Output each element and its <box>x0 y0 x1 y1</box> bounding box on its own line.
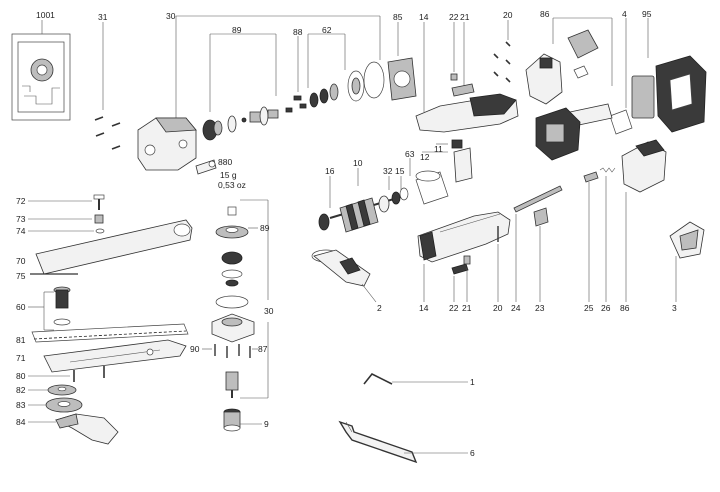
label-73: 73 <box>16 214 26 224</box>
label-23: 23 <box>535 303 545 313</box>
label-60: 60 <box>16 302 26 312</box>
label-89-mid: 89 <box>260 223 270 233</box>
part-86-electronics <box>525 29 599 105</box>
part-10-armature <box>318 187 409 233</box>
part-20-screws <box>493 41 511 83</box>
part-25-clip <box>583 171 599 183</box>
part-24-rod <box>513 185 563 213</box>
part-63-sleeve <box>415 170 449 205</box>
part-84-guard <box>54 413 119 445</box>
label-86-bottom: 86 <box>620 303 630 313</box>
label-weight-ounces: 0,53 oz <box>218 180 246 190</box>
part-14-housing-upper <box>415 93 519 133</box>
part-72-screw <box>93 194 105 210</box>
label-80: 80 <box>16 371 26 381</box>
label-24: 24 <box>511 303 521 313</box>
label-70: 70 <box>16 256 26 266</box>
label-1: 1 <box>470 377 475 387</box>
label-75: 75 <box>16 271 26 281</box>
part-14-housing-lower <box>417 211 511 263</box>
part-62-bearings <box>309 61 385 108</box>
label-71: 71 <box>16 353 26 363</box>
label-74: 74 <box>16 226 26 236</box>
label-30-top: 30 <box>166 11 176 21</box>
part-3-cover <box>669 221 705 259</box>
label-32: 32 <box>383 166 393 176</box>
label-4: 4 <box>622 9 627 19</box>
part-85-flange <box>387 57 417 101</box>
part-88-pins <box>285 95 307 113</box>
label-88: 88 <box>293 27 303 37</box>
part-71-plate <box>43 339 187 373</box>
label-11: 11 <box>434 144 443 154</box>
label-9: 9 <box>264 419 269 429</box>
part-31-screws <box>94 116 121 150</box>
label-72: 72 <box>16 196 26 206</box>
part-74-ring <box>95 228 105 234</box>
label-26: 26 <box>601 303 611 313</box>
label-16: 16 <box>325 166 335 176</box>
label-62: 62 <box>322 25 332 35</box>
part-30-gear-housing <box>137 117 197 171</box>
part-11-12-switch-module <box>451 139 473 183</box>
label-1001: 1001 <box>36 10 55 20</box>
label-10: 10 <box>353 158 363 168</box>
label-85: 85 <box>393 12 403 22</box>
label-15: 15 <box>395 166 405 176</box>
part-22-21-lower <box>451 255 471 275</box>
part-1-hex-key <box>363 372 393 385</box>
label-12: 12 <box>420 152 430 162</box>
label-63: 63 <box>405 149 415 159</box>
part-1001-inset <box>11 33 71 121</box>
label-880: 880 <box>218 157 232 167</box>
part-26-spring <box>599 167 616 173</box>
part-83-flange-nut <box>45 397 83 413</box>
label-83: 83 <box>16 400 26 410</box>
label-95: 95 <box>642 9 652 19</box>
label-84: 84 <box>16 417 26 427</box>
part-95-battery <box>631 55 707 133</box>
label-6: 6 <box>470 448 475 458</box>
label-22-top: 22 <box>449 12 459 22</box>
part-6-pin-spanner <box>338 420 418 464</box>
part-80-screw <box>73 366 105 382</box>
part-86-rear-cap <box>621 139 667 193</box>
label-90: 90 <box>190 344 200 354</box>
part-2-side-handle <box>311 249 371 287</box>
label-2: 2 <box>377 303 382 313</box>
part-motor-switch-block <box>535 107 581 161</box>
label-25: 25 <box>584 303 594 313</box>
label-20-top: 20 <box>503 10 513 20</box>
label-21-top: 21 <box>460 12 470 22</box>
part-73-spring <box>94 214 104 224</box>
label-14-top: 14 <box>419 12 429 22</box>
label-86-top: 86 <box>540 9 550 19</box>
part-23-slider <box>533 207 549 227</box>
part-22-21-switch <box>450 73 475 97</box>
part-60-adjuster <box>53 286 71 326</box>
label-14-bottom: 14 <box>419 303 429 313</box>
part-81-belt <box>31 323 189 343</box>
label-21-bottom: 21 <box>462 303 472 313</box>
label-31: 31 <box>98 12 108 22</box>
label-87: 87 <box>258 344 268 354</box>
label-82: 82 <box>16 385 26 395</box>
label-30-mid: 30 <box>264 306 274 316</box>
part-82-washer <box>47 384 77 396</box>
label-20-bottom: 20 <box>493 303 503 313</box>
label-22-bottom: 22 <box>449 303 459 313</box>
label-weight-grams: 15 g <box>220 170 237 180</box>
part-70-arm <box>35 219 193 275</box>
label-89-top: 89 <box>232 25 242 35</box>
label-3: 3 <box>672 303 677 313</box>
part-center-stack <box>211 206 255 432</box>
label-81: 81 <box>16 335 26 345</box>
part-89-gear-set <box>202 106 279 141</box>
part-880-grease-tube <box>195 159 217 175</box>
